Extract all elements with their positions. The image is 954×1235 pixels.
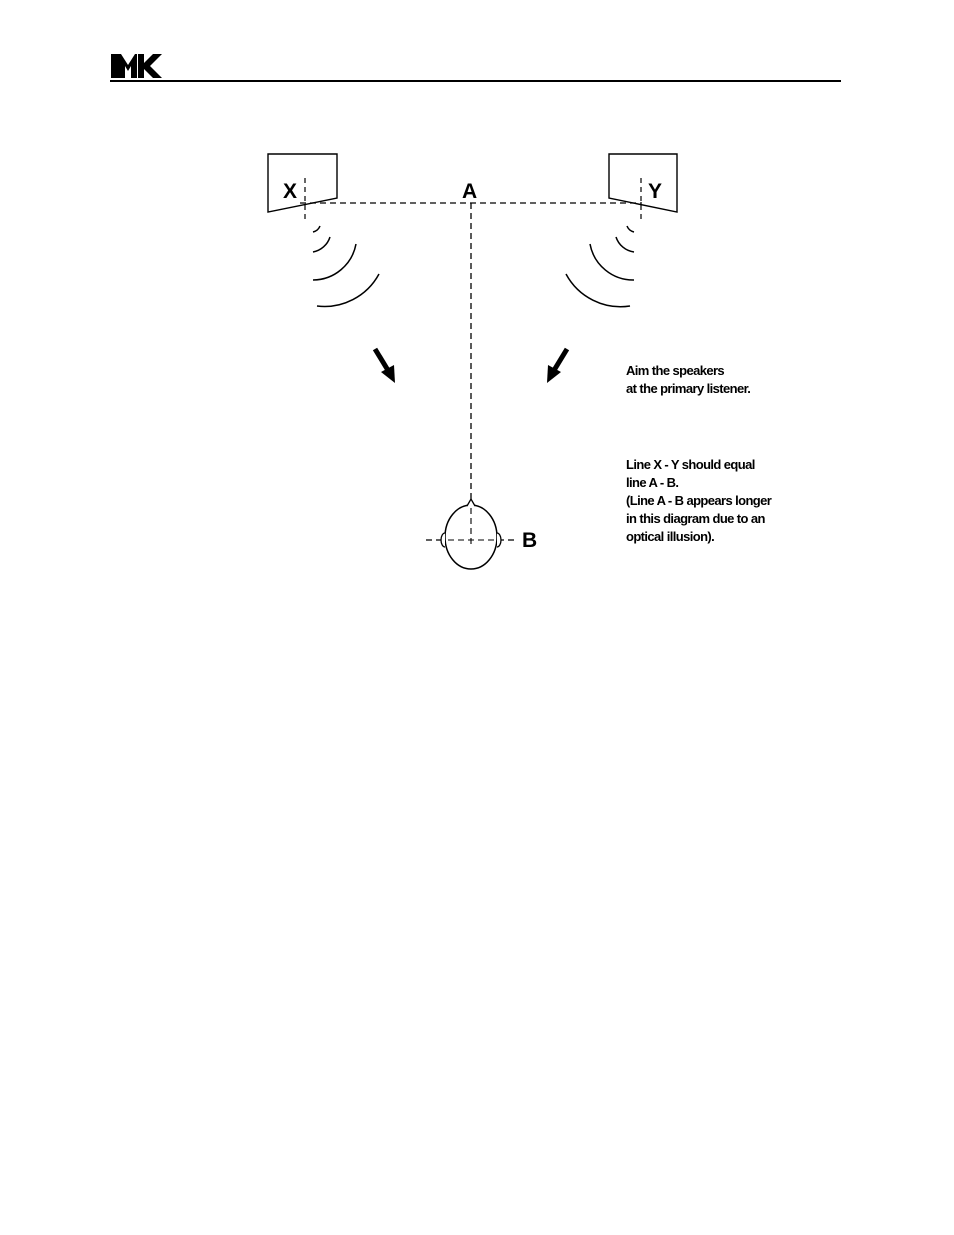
speaker-placement-diagram: X Y A B xyxy=(0,0,954,620)
right-speaker xyxy=(609,154,677,212)
left-sound-waves xyxy=(313,226,379,306)
note-line: in this diagram due to an xyxy=(626,510,771,528)
note-line: Line X - Y should equal xyxy=(626,456,771,474)
label-a: A xyxy=(462,180,477,203)
label-y: Y xyxy=(648,180,662,203)
note-line: line A - B. xyxy=(626,474,771,492)
right-sound-waves xyxy=(566,226,634,307)
left-arrow xyxy=(375,349,395,383)
label-x: X xyxy=(283,180,297,203)
line-equality-note: Line X - Y should equal line A - B. (Lin… xyxy=(626,456,771,546)
label-b: B xyxy=(522,529,537,552)
right-arrow xyxy=(547,349,567,383)
aim-speakers-note: Aim the speakers at the primary listener… xyxy=(626,362,750,398)
note-line: Aim the speakers xyxy=(626,362,750,380)
note-line: optical illusion). xyxy=(626,528,771,546)
note-line: at the primary listener. xyxy=(626,380,750,398)
note-line: (Line A - B appears longer xyxy=(626,492,771,510)
listener-head xyxy=(426,499,518,569)
